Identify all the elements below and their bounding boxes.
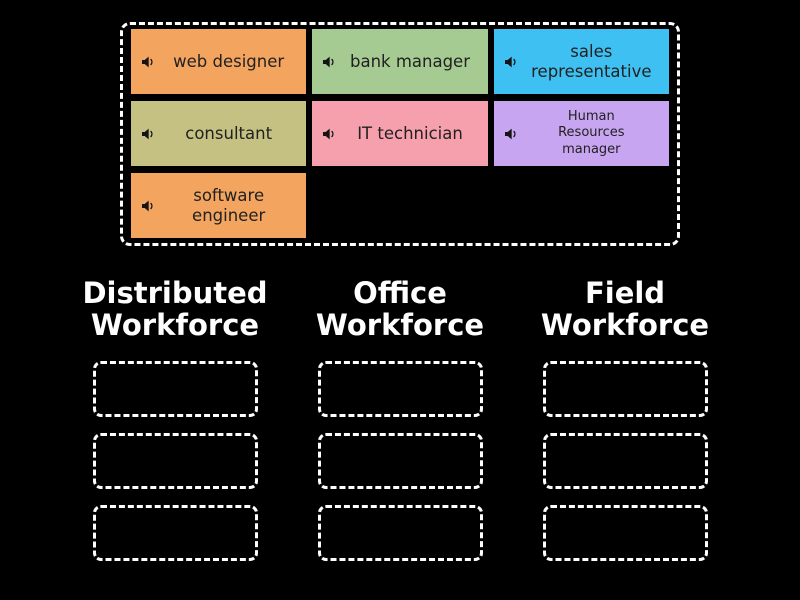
drop-zone[interactable] [542, 432, 708, 489]
drop-zone[interactable] [542, 504, 708, 561]
word-card[interactable]: IT technician [312, 101, 488, 166]
drop-zone[interactable] [317, 360, 483, 417]
drop-zone[interactable] [317, 432, 483, 489]
drop-zone[interactable] [92, 432, 258, 489]
drop-zone[interactable] [317, 504, 483, 561]
speaker-icon[interactable] [140, 198, 156, 214]
drop-zone[interactable] [92, 360, 258, 417]
word-card-label: Human Resources manager [558, 109, 625, 157]
source-tray: web designer bank manager sales represen… [120, 22, 680, 246]
group-column: Office Workforce [285, 276, 515, 577]
speaker-icon[interactable] [321, 54, 337, 70]
group-column: Distributed Workforce [60, 276, 290, 577]
word-card-label: IT technician [357, 123, 463, 143]
word-card[interactable]: software engineer [131, 173, 307, 238]
word-card-label: sales representative [531, 41, 652, 81]
word-card-label: consultant [185, 123, 273, 143]
group-column: Field Workforce [510, 276, 740, 577]
group-zones [285, 360, 515, 561]
speaker-icon[interactable] [140, 126, 156, 142]
word-card[interactable]: sales representative [493, 29, 669, 94]
speaker-icon[interactable] [140, 54, 156, 70]
group-title: Office Workforce [315, 276, 485, 342]
word-card-label: bank manager [349, 51, 470, 71]
speaker-icon[interactable] [503, 54, 519, 70]
speaker-icon[interactable] [503, 126, 519, 142]
group-title: Distributed Workforce [82, 276, 268, 342]
word-card[interactable]: bank manager [312, 29, 488, 94]
word-card[interactable]: web designer [131, 29, 307, 94]
drop-zone[interactable] [92, 504, 258, 561]
drop-zone[interactable] [542, 360, 708, 417]
word-card[interactable]: consultant [131, 101, 307, 166]
group-title: Field Workforce [540, 276, 710, 342]
speaker-icon[interactable] [321, 126, 337, 142]
group-zones [60, 360, 290, 561]
word-card[interactable]: Human Resources manager [493, 101, 669, 166]
word-card-label: web designer [173, 51, 285, 71]
word-card-label: software engineer [192, 185, 266, 225]
group-zones [510, 360, 740, 561]
